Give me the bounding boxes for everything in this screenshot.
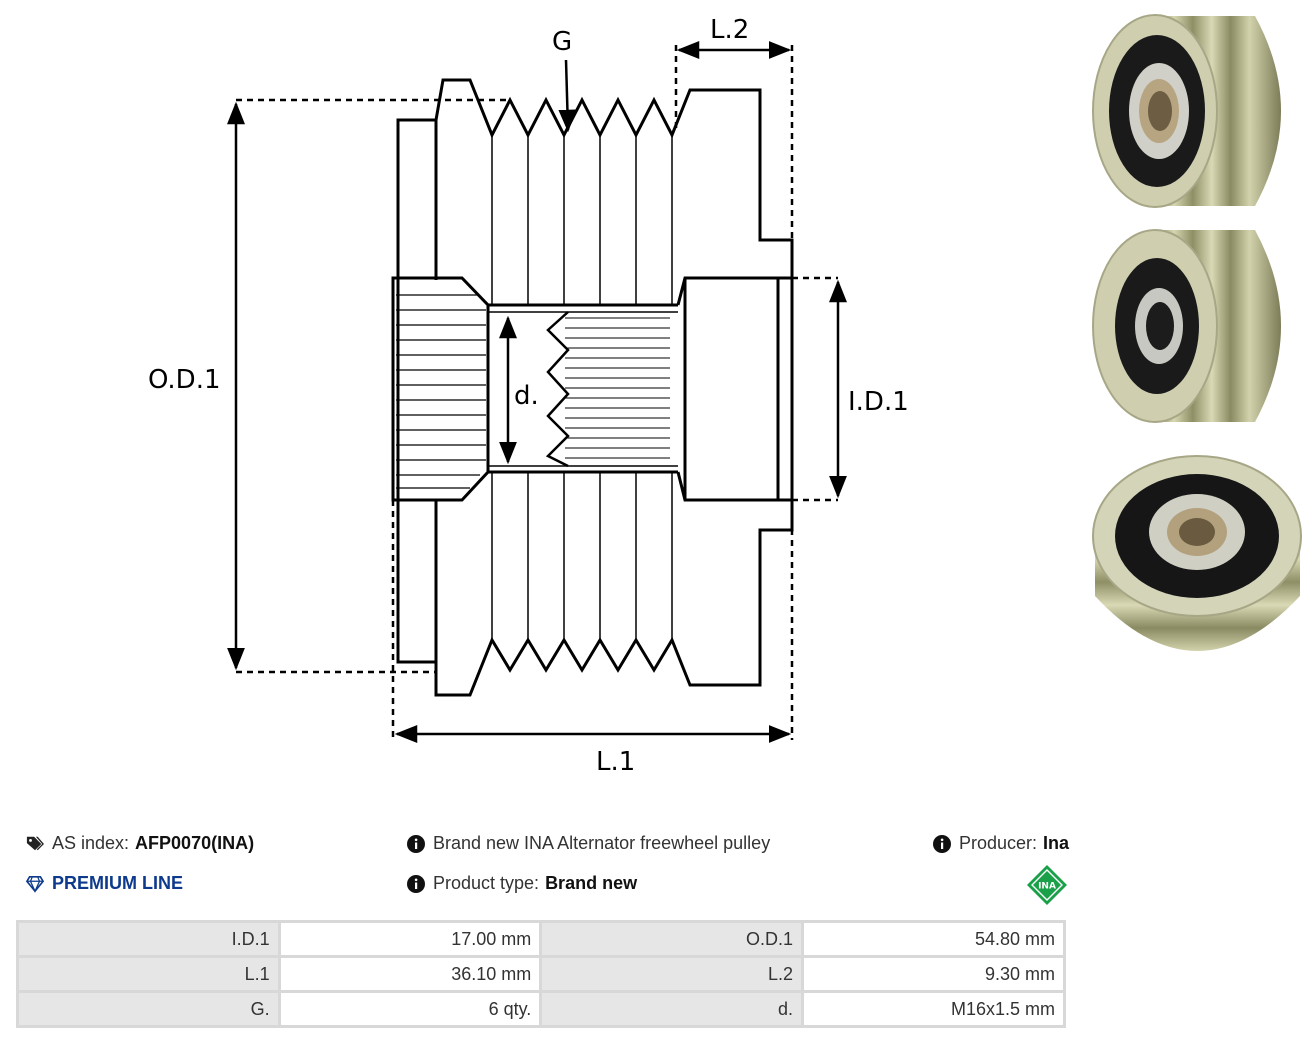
id-dimension-label: I.D.1 — [848, 387, 909, 417]
product-photo-3 — [1092, 455, 1302, 651]
info-icon — [407, 874, 425, 893]
info-icon — [933, 834, 951, 853]
tags-icon — [26, 836, 44, 850]
as-index-row: AS index: AFP0070(INA) — [26, 833, 254, 854]
spec-value: 54.80 mm — [801, 920, 1066, 958]
od-dimension-label: O.D.1 — [148, 365, 221, 395]
spec-value: 17.00 mm — [277, 920, 543, 958]
product-type-label: Product type: — [433, 873, 540, 893]
premium-line-label: PREMIUM LINE — [52, 873, 184, 893]
spec-label: L.1 — [16, 955, 281, 993]
as-index-value: AFP0070(INA) — [135, 833, 255, 853]
spec-value: 36.10 mm — [277, 955, 543, 993]
premium-line-badge: PREMIUM LINE — [26, 873, 183, 894]
spec-label: L.2 — [539, 955, 804, 993]
product-photo-2 — [1092, 229, 1281, 423]
l1-dimension-label: L.1 — [596, 747, 635, 777]
d-dimension-label: d. — [514, 381, 539, 411]
g-dimension-label: G — [552, 27, 572, 57]
technical-drawing: O.D.1 I.D.1 L.1 L.2 G d. — [148, 15, 909, 777]
producer-row: Producer: Ina — [933, 833, 1069, 854]
as-index-label: AS index: — [52, 833, 130, 853]
diamond-icon — [26, 875, 44, 893]
spec-label: I.D.1 — [16, 920, 281, 958]
producer-value: Ina — [1043, 833, 1070, 853]
ina-brand-logo: INA — [1027, 865, 1067, 905]
table-row: G. 6 qty. d. M16x1.5 mm — [16, 990, 1066, 1028]
product-photo-1 — [1092, 14, 1281, 208]
spec-label: G. — [16, 990, 281, 1028]
product-type-value: Brand new — [545, 873, 638, 893]
table-row: L.1 36.10 mm L.2 9.30 mm — [16, 955, 1066, 993]
producer-label: Producer: — [959, 833, 1038, 853]
spec-value: M16x1.5 mm — [801, 990, 1066, 1028]
table-row: I.D.1 17.00 mm O.D.1 54.80 mm — [16, 920, 1066, 958]
description-row: Brand new INA Alternator freewheel pulle… — [407, 833, 770, 854]
spec-label: d. — [539, 990, 804, 1028]
product-type-row: Product type: Brand new — [407, 873, 637, 894]
l2-dimension-label: L.2 — [710, 15, 749, 45]
product-description: Brand new INA Alternator freewheel pulle… — [433, 833, 771, 853]
spec-value: 6 qty. — [277, 990, 543, 1028]
ina-logo-text: INA — [1038, 882, 1056, 892]
specifications-table: I.D.1 17.00 mm O.D.1 54.80 mm L.1 36.10 … — [16, 920, 1066, 1028]
spec-label: O.D.1 — [539, 920, 804, 958]
info-icon — [407, 834, 425, 853]
spec-value: 9.30 mm — [801, 955, 1066, 993]
